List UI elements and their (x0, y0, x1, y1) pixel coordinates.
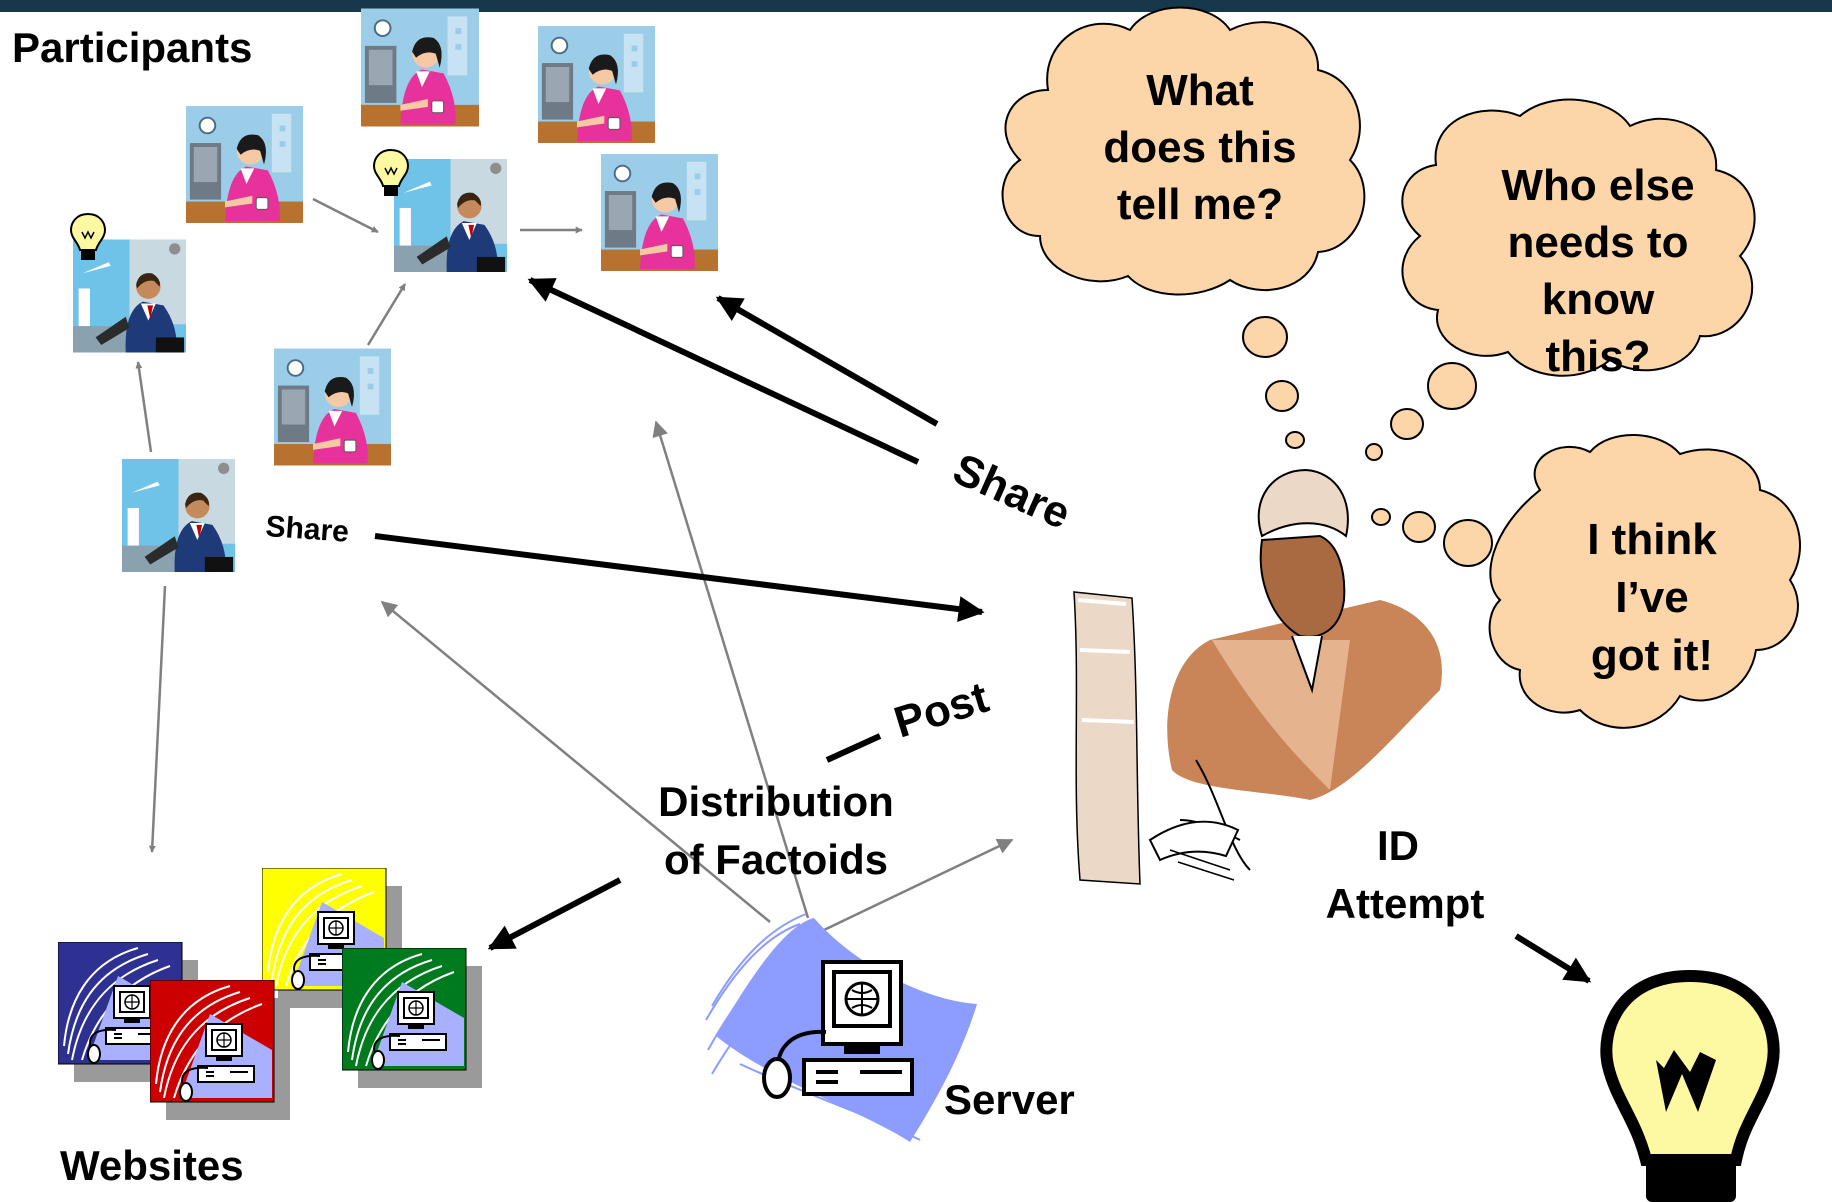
participant-man-icon (394, 159, 507, 272)
participant-man-icon (122, 459, 235, 572)
thought-bubble-2-line: needs to (1508, 218, 1689, 267)
thought-bubble-2 (1365, 98, 1756, 461)
distribution-label-line1: Distribution (658, 778, 894, 825)
thought-bubble-3 (1371, 434, 1801, 729)
thought-bubble-3-line: got it! (1591, 631, 1713, 680)
thought-bubble-2-line: Who else (1501, 161, 1694, 210)
thought-bubble-1-line: tell me? (1117, 180, 1283, 229)
website-icon (150, 980, 290, 1120)
id-attempt-label-line1: ID (1377, 822, 1419, 869)
idea-lightbulb-icon (1600, 969, 1780, 1202)
thought-bubble-3-line: I’ve (1615, 573, 1688, 622)
analyst-at-computer-icon (1073, 468, 1442, 885)
participant-woman-icon (538, 24, 655, 145)
participant-woman-icon (186, 104, 303, 225)
server-icon (705, 913, 977, 1142)
distribution-label-line2: of Factoids (664, 836, 888, 883)
participant-woman-icon (361, 7, 479, 128)
share-large-label: Share (946, 444, 1078, 539)
participants-label: Participants (12, 24, 252, 71)
thought-bubble-3-line: I think (1587, 515, 1717, 564)
thought-bubble-2-line: this? (1545, 332, 1650, 381)
participant-woman-icon (601, 152, 718, 273)
black-arrows (374, 277, 1592, 984)
network-links (135, 197, 1014, 932)
id-attempt-label-line2: Attempt (1326, 880, 1485, 927)
share-small-label: Share (265, 510, 350, 549)
thought-bubble-1 (1001, 6, 1366, 449)
id-label-background (1296, 806, 1366, 886)
thought-bubble-1-line: does this (1103, 123, 1296, 172)
participant-woman-icon (274, 347, 391, 467)
top-bar (0, 0, 1832, 12)
thought-bubble-1-line: What (1146, 66, 1254, 115)
thought-bubble-2-line: know (1542, 275, 1655, 324)
websites-label: Websites (60, 1142, 244, 1189)
server-label: Server (944, 1076, 1075, 1123)
website-icon (342, 948, 482, 1088)
post-label: Post (889, 673, 995, 748)
